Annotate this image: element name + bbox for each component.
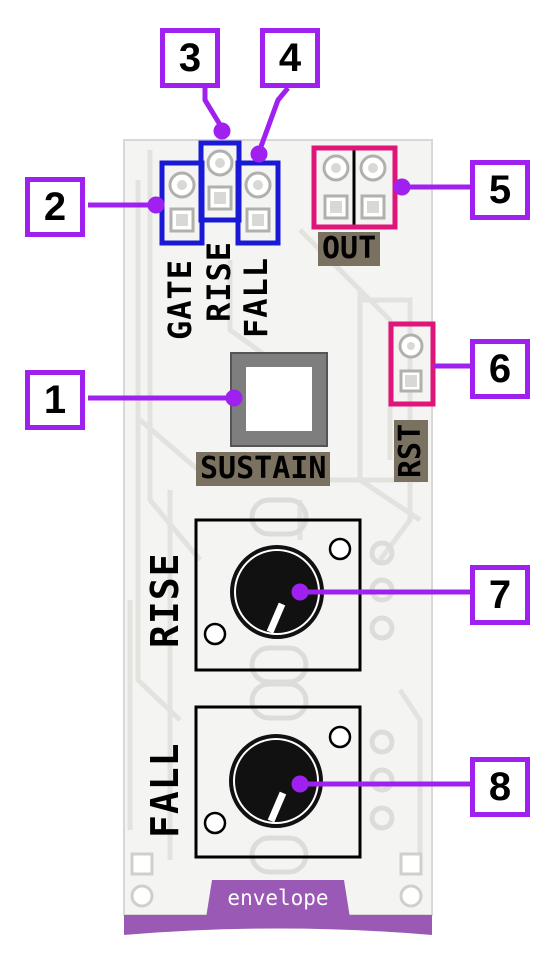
label-rst: RST <box>393 419 428 482</box>
label-gate: GATE <box>161 258 199 340</box>
jack-out-right <box>359 154 387 220</box>
label-knob-rise: RISE <box>143 552 187 648</box>
pad-outlines <box>249 497 395 875</box>
mount-hole <box>130 884 154 908</box>
jack-gate <box>168 171 196 233</box>
group-box-fall <box>235 160 281 246</box>
callout-2: 2 <box>25 177 85 237</box>
pcb-traces <box>127 150 423 860</box>
brand-tab <box>206 880 350 918</box>
label-out: OUT <box>318 232 381 266</box>
rise-knob <box>194 518 362 672</box>
callout-5: 5 <box>470 160 530 220</box>
callout-4: 4 <box>260 28 320 88</box>
label-sustain: SUSTAIN <box>196 452 331 486</box>
sustain-button <box>230 352 328 447</box>
callout-1: 1 <box>25 370 85 430</box>
callout-6: 6 <box>470 339 530 399</box>
callout-7: 7 <box>470 565 530 625</box>
label-fall: FALL <box>237 256 275 338</box>
label-knob-fall: FALL <box>143 742 187 838</box>
callout-3: 3 <box>160 28 220 88</box>
jack-rise <box>206 149 234 211</box>
module-name: envelope <box>227 886 329 910</box>
fall-knob <box>194 705 362 859</box>
mount-pad <box>130 852 154 876</box>
jack-out-left <box>322 154 350 220</box>
jack-fall <box>244 171 272 233</box>
jack-rst <box>398 333 424 393</box>
callout-leaders <box>88 86 470 793</box>
callout-8: 8 <box>470 757 530 817</box>
label-rise: RISE <box>200 240 238 322</box>
brand-band <box>124 915 432 935</box>
mount-pad <box>399 852 423 876</box>
mount-hole <box>399 884 423 908</box>
